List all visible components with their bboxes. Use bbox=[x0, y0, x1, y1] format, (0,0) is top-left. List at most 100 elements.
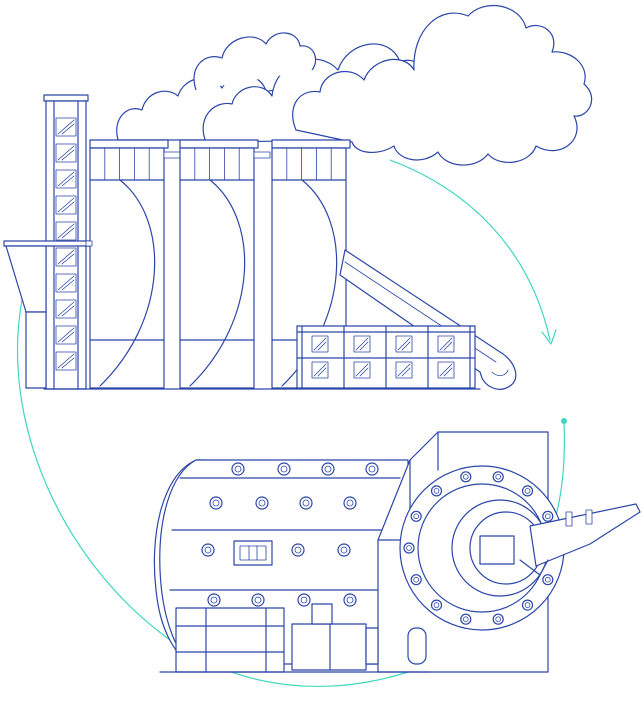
flange-bolt bbox=[460, 613, 472, 625]
drive-motor bbox=[175, 607, 285, 673]
silo-bridge bbox=[253, 151, 271, 159]
crate-hatch bbox=[317, 367, 327, 377]
drum-bolt bbox=[201, 543, 215, 557]
flange-bolt-head bbox=[495, 616, 502, 622]
crate-hatch bbox=[359, 367, 369, 377]
drum-bolt bbox=[337, 543, 351, 557]
flange-bolt bbox=[542, 574, 554, 586]
drum-bolt bbox=[297, 593, 311, 607]
flange-bolt bbox=[430, 485, 443, 497]
stair-steps bbox=[55, 117, 77, 371]
flow-arrowhead bbox=[541, 329, 557, 345]
silo-curve bbox=[99, 179, 156, 387]
crate-hatch bbox=[439, 337, 453, 351]
flange-bolt-head bbox=[413, 576, 420, 583]
crate-hatch bbox=[397, 363, 411, 377]
drum-bolt-head bbox=[324, 465, 332, 473]
drum-bolt bbox=[209, 496, 223, 510]
drum-bolt-head bbox=[212, 499, 220, 507]
crate-hatch bbox=[355, 363, 369, 377]
flange-bolt bbox=[542, 510, 554, 522]
drum-bolt-head bbox=[210, 596, 218, 604]
drum-bolts bbox=[201, 462, 379, 607]
flange-bolt bbox=[410, 574, 422, 586]
drum-bolt bbox=[343, 496, 357, 510]
crate-hatch bbox=[443, 367, 453, 377]
crate-hatch bbox=[401, 341, 411, 351]
platform-deck bbox=[3, 240, 91, 247]
stair-rail bbox=[57, 327, 75, 343]
drum-bolt bbox=[343, 593, 357, 607]
cloud-top-left bbox=[193, 32, 317, 91]
stair-rail bbox=[61, 227, 75, 239]
tower-cap bbox=[43, 94, 89, 102]
flow-dot bbox=[561, 418, 567, 424]
flange-bolt-head bbox=[524, 488, 531, 494]
drum-bolt-head bbox=[258, 499, 266, 507]
stair-rail bbox=[57, 301, 75, 317]
crate-hatch bbox=[313, 337, 327, 351]
drum-bolt bbox=[299, 496, 313, 510]
drum-bolt-head bbox=[368, 465, 376, 473]
silo bbox=[179, 139, 271, 389]
flange-bolt bbox=[403, 542, 415, 554]
stair-rail bbox=[61, 175, 75, 187]
drum-bolt-head bbox=[280, 465, 288, 473]
silo-curve bbox=[189, 179, 246, 387]
drum-bolt bbox=[365, 462, 379, 476]
flange-bolt bbox=[492, 471, 504, 483]
drum-bolt-head bbox=[340, 546, 348, 554]
drum-bolt bbox=[255, 496, 269, 510]
discharge-chute bbox=[529, 503, 641, 567]
flange-bolt bbox=[521, 485, 534, 497]
drum-bolt-head bbox=[254, 596, 262, 604]
silo-connector bbox=[85, 240, 93, 247]
flange-bolt bbox=[521, 599, 534, 611]
crate-hatch bbox=[443, 341, 453, 351]
silo-bridge bbox=[163, 151, 181, 159]
stair-rail bbox=[61, 331, 75, 343]
crate-hatch bbox=[397, 337, 411, 351]
stair-rail bbox=[57, 145, 75, 161]
drum-bolt bbox=[291, 543, 305, 557]
drum-bolt-head bbox=[346, 596, 354, 604]
smoke-clouds bbox=[116, 4, 593, 166]
crate-hatch bbox=[359, 341, 369, 351]
drum-bolt bbox=[231, 462, 245, 476]
flange-bolt bbox=[492, 613, 504, 625]
crate-hatch bbox=[355, 337, 369, 351]
flange-bolt-head bbox=[413, 513, 420, 520]
drum-bolt-head bbox=[294, 546, 302, 554]
stair-rail bbox=[57, 353, 75, 369]
gear-box bbox=[291, 623, 367, 671]
stair-rail bbox=[57, 171, 75, 187]
cloud-right bbox=[292, 4, 593, 166]
stair-rail bbox=[57, 119, 75, 135]
stair-rail bbox=[61, 123, 75, 135]
crate-cells bbox=[301, 325, 471, 389]
flange-bolt bbox=[430, 599, 443, 611]
drum-bolt-head bbox=[302, 499, 310, 507]
drum-bolt bbox=[321, 462, 335, 476]
flange-bolt-head bbox=[544, 576, 551, 583]
hopper-leg bbox=[25, 311, 47, 389]
flow-arc-left bbox=[16, 299, 421, 687]
stair-rail bbox=[57, 197, 75, 213]
stair-rail bbox=[61, 201, 75, 213]
ball-mill bbox=[153, 431, 641, 673]
drum-bolt-head bbox=[234, 465, 242, 473]
hopper-funnel bbox=[5, 245, 47, 313]
hub-slot bbox=[479, 535, 515, 565]
gear-box-top bbox=[311, 603, 333, 625]
crate-hatch bbox=[313, 363, 327, 377]
drum-bolt bbox=[207, 593, 221, 607]
drum-bolt-head bbox=[346, 499, 354, 507]
stair-rail bbox=[61, 149, 75, 161]
flange-bolt bbox=[460, 471, 472, 483]
shaft-cap bbox=[407, 627, 427, 665]
crate-grid bbox=[296, 325, 476, 389]
shaft-coupling bbox=[365, 627, 379, 665]
silo-rim bbox=[89, 139, 169, 149]
